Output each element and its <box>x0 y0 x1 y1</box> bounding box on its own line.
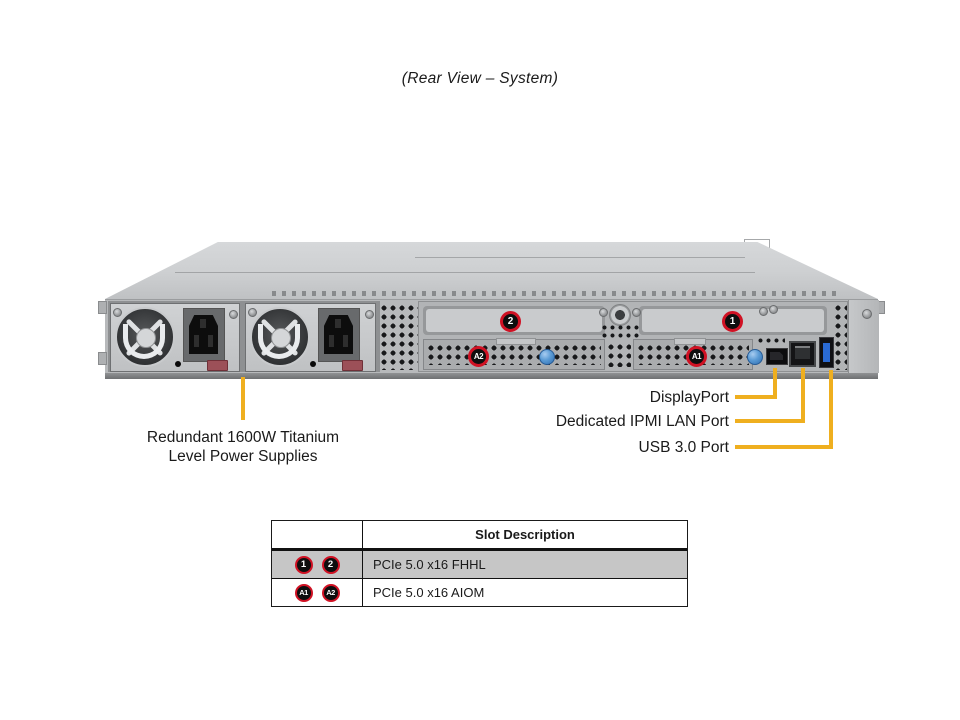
aiom-pull-tab <box>674 338 706 345</box>
screw-icon <box>113 308 122 317</box>
slot-a1-badge: A1 <box>686 346 707 367</box>
chassis-bottom-edge <box>105 373 878 379</box>
screw-icon <box>229 310 238 319</box>
badge-a2-icon: A2 <box>321 583 340 602</box>
table-row: A1 A2 PCIe 5.0 x16 AIOM <box>272 579 687 606</box>
psu-label-line1: Redundant 1600W Titanium <box>146 429 340 446</box>
inlet-pin-slot <box>335 319 341 328</box>
vent-grid <box>607 343 631 367</box>
power-supply-bay <box>108 301 380 372</box>
ac-power-inlet <box>189 315 218 354</box>
aiom-slot-a2 <box>423 338 605 370</box>
power-supply-2 <box>245 303 376 372</box>
usb-label: USB 3.0 Port <box>638 439 729 456</box>
psu-handle <box>258 323 300 360</box>
screw-icon <box>769 305 778 314</box>
inlet-pin-slot <box>329 335 334 347</box>
ipmi-lan-label: Dedicated IPMI LAN Port <box>555 413 729 430</box>
psu-status-led <box>310 361 316 367</box>
page-title: (Rear View – System) <box>401 70 559 87</box>
power-supply-1 <box>110 303 240 372</box>
inlet-pin-slot <box>200 319 206 328</box>
psu-callout-line <box>241 377 245 420</box>
slot-2-badge: 2 <box>500 311 521 332</box>
psu-fan <box>115 307 175 367</box>
thumbscrew-a1 <box>747 349 763 365</box>
ipmi-lan-port <box>789 341 816 367</box>
screw-icon <box>862 309 872 319</box>
table-badge-cell: A1 A2 <box>272 579 363 606</box>
chassis-end-cap <box>848 300 879 373</box>
vent-grid <box>601 324 639 338</box>
displayport-callout-line <box>735 395 777 399</box>
usb3-port <box>819 337 834 368</box>
power-inlet-recess <box>183 308 225 362</box>
vent-grid <box>834 304 847 370</box>
aiom-vent-holes <box>427 344 601 365</box>
slot-a2-badge: A2 <box>468 346 489 367</box>
slot-description-fhhl: PCIe 5.0 x16 FHHL <box>373 557 486 572</box>
inlet-pin-slot <box>208 335 213 347</box>
fan-hub <box>271 328 291 348</box>
screw-icon <box>365 310 374 319</box>
table-header-empty-cell <box>272 521 363 548</box>
usb-callout-line <box>829 370 833 449</box>
inlet-pin-slot <box>194 335 199 347</box>
chassis-tab <box>98 352 107 365</box>
vent-grid <box>380 304 418 370</box>
badge-2-icon: 2 <box>321 555 340 574</box>
slot-description-aiom: PCIe 5.0 x16 AIOM <box>373 585 485 600</box>
aiom-pull-tab <box>496 338 536 345</box>
displayport-callout-line <box>773 368 777 399</box>
chassis-top-cover <box>105 242 878 299</box>
displayport-port <box>766 348 788 365</box>
displayport-connector <box>770 352 783 360</box>
vent-grid <box>757 337 785 346</box>
screw-icon <box>759 307 768 316</box>
psu-status-led <box>175 361 181 367</box>
badge-1-icon: 1 <box>294 555 313 574</box>
table-badge-cell: 1 2 <box>272 551 363 578</box>
cover-seam <box>415 257 745 258</box>
table-header-row: Slot Description <box>272 521 687 551</box>
screw-icon <box>599 308 608 317</box>
table-header-slot-description: Slot Description <box>475 527 575 542</box>
rj45-connector <box>795 346 810 359</box>
psu-handle <box>123 323 165 360</box>
cover-vent-row <box>272 291 842 296</box>
chassis-tab <box>98 301 107 314</box>
screw-icon <box>248 308 257 317</box>
ipmi-callout-line <box>801 368 805 423</box>
usb-callout-line <box>735 445 833 449</box>
slot-description-table: Slot Description 1 2 PCIe 5.0 x16 FHHL A… <box>271 520 688 607</box>
round-knockout <box>609 304 631 326</box>
psu-label-line2: Level Power Supplies <box>168 448 318 465</box>
ipmi-callout-line <box>735 419 805 423</box>
psu-release-latch <box>207 360 228 371</box>
psu-release-latch <box>342 360 363 371</box>
usb-tongue <box>823 343 830 362</box>
psu-label: Redundant 1600W Titanium Level Power Sup… <box>123 428 363 466</box>
power-inlet-recess <box>318 308 360 362</box>
displayport-label: DisplayPort <box>649 389 729 406</box>
badge-a1-icon: A1 <box>294 583 313 602</box>
ac-power-inlet <box>324 315 353 354</box>
screw-icon <box>632 308 641 317</box>
slot-1-badge: 1 <box>722 311 743 332</box>
table-row: 1 2 PCIe 5.0 x16 FHHL <box>272 551 687 579</box>
expansion-slot-bay <box>418 301 848 372</box>
psu-fan <box>250 307 310 367</box>
cover-seam <box>175 272 755 273</box>
thumbscrew-a2 <box>539 349 555 365</box>
fan-hub <box>136 328 156 348</box>
inlet-pin-slot <box>343 335 348 347</box>
